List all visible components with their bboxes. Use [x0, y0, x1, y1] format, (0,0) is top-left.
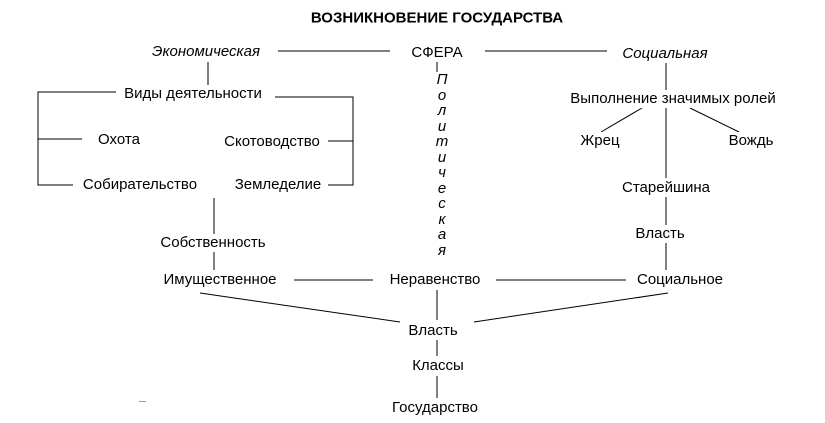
node-cattle: Скотоводство — [222, 133, 322, 151]
node-property-inequality: Имущественное — [161, 271, 279, 289]
line-roles-priest — [600, 107, 643, 133]
stray-dash-mark — [139, 401, 146, 402]
node-priest: Жрец — [578, 132, 622, 150]
diagram-title: ВОЗНИКНОВЕНИЕ ГОСУДАРСТВА — [310, 9, 564, 27]
node-elder: Старейшина — [620, 179, 712, 197]
line-socineq-power — [473, 292, 669, 323]
node-sphere: СФЕРА — [409, 44, 465, 62]
node-hunting: Охота — [96, 131, 142, 149]
node-economic: Экономическая — [150, 43, 262, 61]
node-roles: Выполнение значимых ролей — [568, 90, 778, 108]
node-property: Собственность — [158, 234, 268, 252]
node-gathering: Собирательство — [80, 176, 200, 194]
node-chief: Вождь — [726, 132, 776, 150]
node-social: Социальная — [620, 45, 710, 63]
node-activities: Виды деятельности — [122, 85, 264, 103]
node-power-social: Власть — [633, 225, 687, 243]
node-political-vertical: Политическая — [435, 71, 449, 259]
node-classes: Классы — [410, 357, 466, 375]
node-social-inequality: Социальное — [634, 271, 726, 289]
line-roles-chief — [689, 107, 740, 133]
node-farming: Земледелие — [232, 176, 324, 194]
node-state: Государство — [390, 399, 480, 417]
node-inequality: Неравенство — [387, 271, 483, 289]
node-power: Власть — [406, 322, 460, 340]
line-propineq-power — [199, 292, 401, 323]
